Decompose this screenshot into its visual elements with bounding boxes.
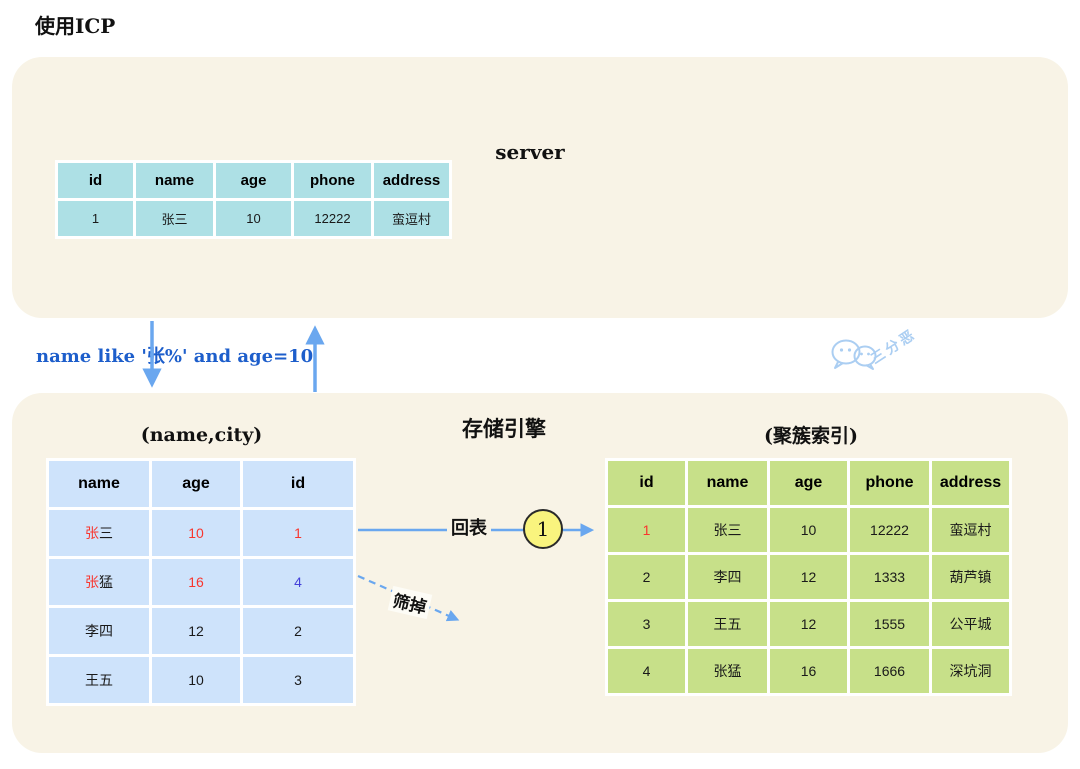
table-cell: 张三 <box>136 201 213 236</box>
column-header: id <box>243 461 353 507</box>
table-cell: 深坑洞 <box>932 649 1009 693</box>
table-cell: 蛮逗村 <box>932 508 1009 552</box>
table-cell: 李四 <box>688 555 767 599</box>
cell-text-segment: 猛 <box>99 574 113 590</box>
column-header: age <box>152 461 240 507</box>
column-header: age <box>770 461 847 505</box>
table-cell: 1 <box>58 201 133 236</box>
query-condition-text: name like '张%' and age=10 <box>36 346 314 367</box>
column-header: address <box>374 163 449 198</box>
table-cell: 3 <box>608 602 685 646</box>
table-cell: 4 <box>243 559 353 605</box>
table-cell: 4 <box>608 649 685 693</box>
table-cell: 10 <box>770 508 847 552</box>
table-cell: 1333 <box>850 555 929 599</box>
table-cell: 1 <box>243 510 353 556</box>
column-header: name <box>49 461 149 507</box>
table-cell: 张猛 <box>688 649 767 693</box>
column-header: id <box>608 461 685 505</box>
cell-text-segment: 张 <box>85 525 99 541</box>
table-cell: 1 <box>608 508 685 552</box>
column-header: phone <box>850 461 929 505</box>
table-cell: 2 <box>608 555 685 599</box>
table-cell: 葫芦镇 <box>932 555 1009 599</box>
table-cell: 10 <box>152 510 240 556</box>
table-cell: 16 <box>770 649 847 693</box>
watermark: 三分恶 <box>826 326 966 394</box>
table-cell: 王五 <box>688 602 767 646</box>
table-cell: 1555 <box>850 602 929 646</box>
column-header: id <box>58 163 133 198</box>
storage-engine-label: 存储引擎 <box>462 416 546 441</box>
cell-text-segment: 三 <box>99 525 113 541</box>
table-cell: 12 <box>152 608 240 654</box>
column-header: age <box>216 163 291 198</box>
table-cell: 16 <box>152 559 240 605</box>
table-cell: 12222 <box>294 201 371 236</box>
table-cell: 张三 <box>49 510 149 556</box>
column-header: name <box>688 461 767 505</box>
table-cell: 3 <box>243 657 353 703</box>
secondary-index-label: (name,city) <box>140 424 263 446</box>
table-cell: 公平城 <box>932 602 1009 646</box>
column-header: name <box>136 163 213 198</box>
table-cell: 1666 <box>850 649 929 693</box>
back-to-table-label: 回表 <box>447 514 491 540</box>
server-panel-label: server <box>495 140 565 164</box>
page-title: 使用ICP <box>35 14 116 38</box>
table-cell: 2 <box>243 608 353 654</box>
table-cell: 张三 <box>688 508 767 552</box>
table-cell: 李四 <box>49 608 149 654</box>
wechat-bubbles-icon <box>831 339 877 370</box>
table-cell: 10 <box>152 657 240 703</box>
table-cell: 张猛 <box>49 559 149 605</box>
table-cell: 12 <box>770 602 847 646</box>
table-cell: 12222 <box>850 508 929 552</box>
table-cell: 10 <box>216 201 291 236</box>
column-header: address <box>932 461 1009 505</box>
clustered-index-label: (聚簇索引) <box>764 425 858 447</box>
column-header: phone <box>294 163 371 198</box>
cell-text-segment: 张 <box>85 574 99 590</box>
step-1-badge: 1 <box>523 509 563 549</box>
table-cell: 王五 <box>49 657 149 703</box>
table-cell: 蛮逗村 <box>374 201 449 236</box>
table-cell: 12 <box>770 555 847 599</box>
